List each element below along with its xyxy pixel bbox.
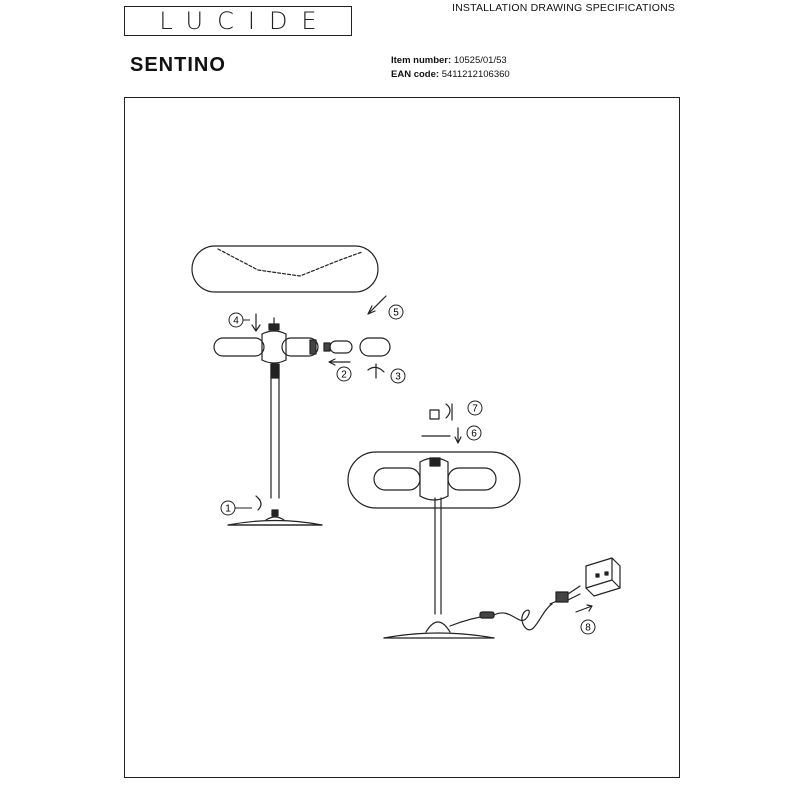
- brand-logo: LUCIDE: [124, 6, 352, 36]
- step-4-callout: 4: [228, 312, 250, 328]
- wall-socket-illustration: [585, 557, 621, 597]
- logo-text: LUCIDE: [159, 7, 331, 35]
- lamp-stem-illustration: [270, 363, 280, 499]
- drawing-frame: [124, 97, 680, 778]
- product-meta: Item number: 10525/01/53 EAN code: 54112…: [391, 54, 510, 82]
- product-name: SENTINO: [130, 54, 226, 76]
- step-6-number: 6: [471, 429, 477, 440]
- lamp-base-illustration: [227, 509, 323, 526]
- step-2-number: 2: [341, 370, 347, 381]
- lamp-holder-illustration: [213, 317, 391, 364]
- step-8-number: 8: [585, 623, 591, 634]
- step-3-number: 3: [395, 372, 401, 383]
- step-4-number: 4: [233, 316, 239, 327]
- step-6-callout: 6: [466, 425, 482, 441]
- step-8-callout: 8: [580, 619, 596, 635]
- power-cable-illustration: [449, 585, 581, 631]
- step-1-callout: 1: [220, 500, 252, 516]
- item-number-value: 10525/01/53: [453, 55, 507, 66]
- step-7-callout: 7: [467, 400, 483, 416]
- step-1-number: 1: [225, 504, 231, 515]
- step-5-number: 5: [393, 308, 399, 319]
- ean-code-value: 5411212106360: [441, 69, 510, 80]
- step-5-callout: 5: [388, 304, 404, 320]
- assembled-lamp-illustration: [347, 451, 521, 639]
- step-7-number: 7: [472, 404, 478, 415]
- step-3-callout: 3: [390, 368, 406, 384]
- step-2-callout: 2: [336, 366, 352, 382]
- item-number-label: Item number:: [391, 55, 452, 66]
- shade-exploded-illustration: [191, 245, 379, 293]
- ean-code-label: EAN code:: [391, 69, 440, 80]
- document-title: INSTALLATION DRAWING SPECIFICATIONS: [452, 2, 676, 14]
- item-number-row: Item number: 10525/01/53: [391, 54, 510, 68]
- ean-code-row: EAN code: 5411212106360: [391, 68, 510, 82]
